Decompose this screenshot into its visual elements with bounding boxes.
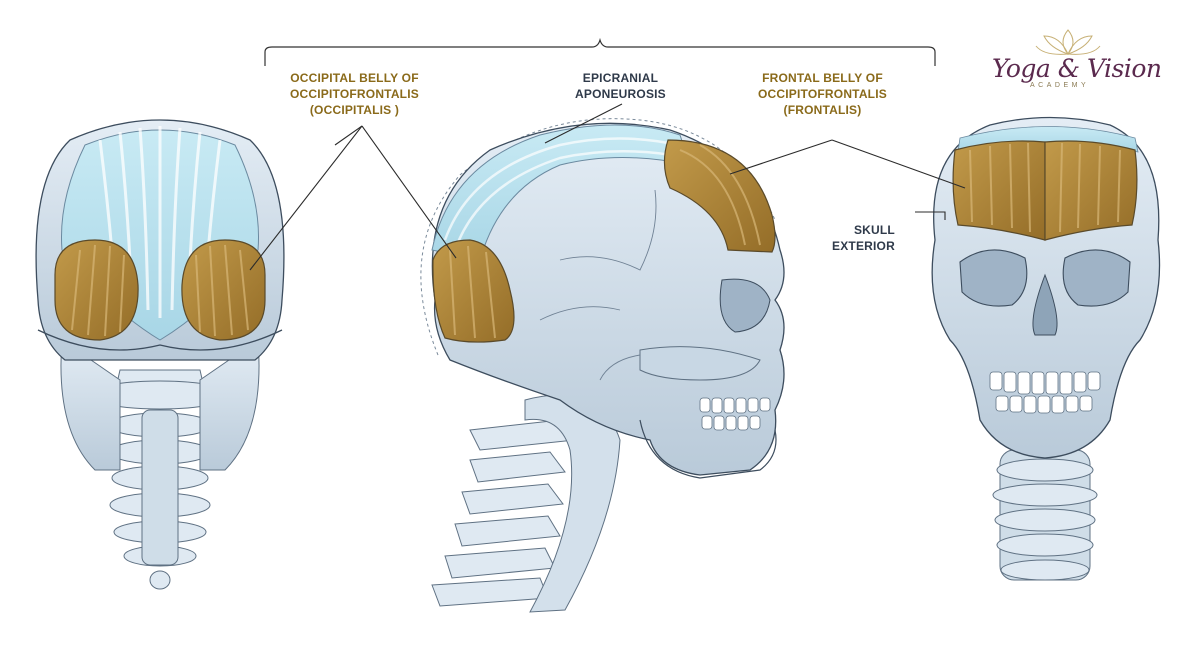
posterior-skull-view bbox=[35, 119, 285, 590]
occipitalis-muscle-left-view bbox=[54, 239, 266, 341]
label-occipital-belly: OCCIPITAL BELLY OF OCCIPITOFRONTALIS (OC… bbox=[290, 71, 419, 117]
frontalis-muscle-anterior-view bbox=[952, 140, 1046, 241]
lateral-cranium bbox=[431, 122, 785, 476]
lateral-cervical-spine bbox=[431, 394, 621, 613]
anterior-cervical-spine bbox=[992, 449, 1098, 581]
anterior-skull-view bbox=[931, 116, 1161, 581]
brand-name: Yoga & Vision bbox=[992, 54, 1162, 83]
label-frontal-belly: FRONTAL BELLY OF OCCIPITOFRONTALIS (FRON… bbox=[758, 71, 887, 117]
top-bracket bbox=[264, 37, 936, 66]
label-epicranial-aponeurosis: EPICRANIAL APONEUROSIS bbox=[575, 71, 666, 101]
brand-subtitle: ACADEMY bbox=[1030, 82, 1090, 89]
frontalis-muscle-lateral-view bbox=[663, 139, 776, 253]
lateral-aponeurosis bbox=[431, 124, 691, 261]
label-skull-exterior: SKULL EXTERIOR bbox=[832, 223, 895, 253]
posterior-cervical-spine bbox=[87, 369, 233, 590]
lateral-skull-view bbox=[420, 118, 785, 613]
lotus-logo-icon bbox=[1035, 29, 1101, 55]
leader-lines bbox=[249, 103, 966, 271]
